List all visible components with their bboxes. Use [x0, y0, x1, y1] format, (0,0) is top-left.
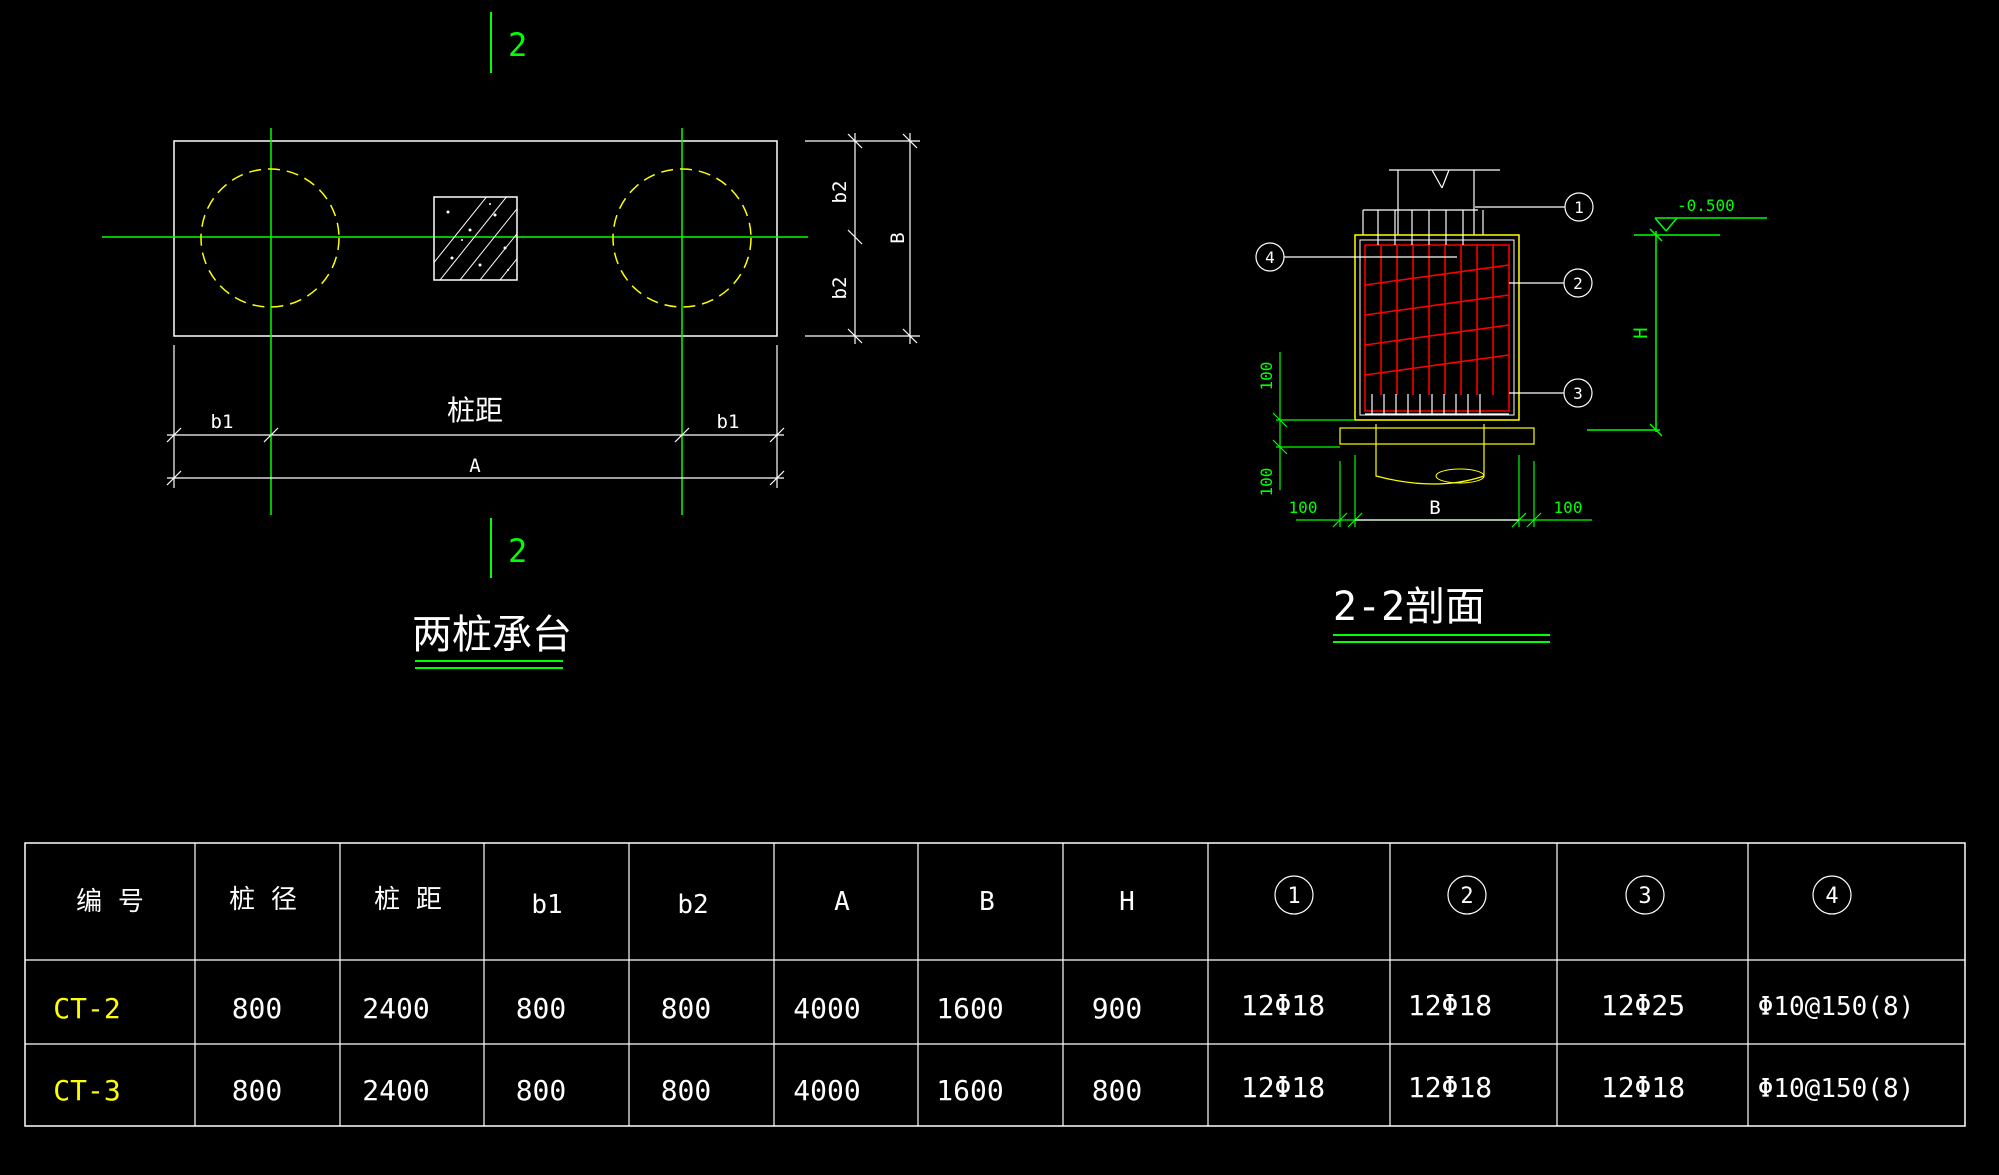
section-callout-lines: [1255, 192, 1594, 408]
section-top-bars: [1377, 210, 1464, 245]
elevation-marker: [1587, 217, 1767, 437]
cell-H: 800: [1092, 1074, 1143, 1107]
header-A: A: [834, 887, 850, 917]
dim-A: A: [469, 455, 481, 477]
header-callout-circles: [1274, 875, 1852, 915]
section-view: 1 2 3 4 -0.500 H 100 100: [1255, 169, 1767, 643]
section-dim-B: B: [1429, 497, 1440, 519]
section-title: 2-2剖面: [1333, 584, 1485, 630]
section-bottom-bars: [1365, 394, 1509, 415]
section-callout-2: 2: [1573, 274, 1583, 293]
plan-view: 2 2: [102, 12, 920, 669]
dim-b2-bottom: b2: [829, 277, 851, 300]
section-callout-4: 4: [1265, 248, 1275, 267]
section-pile-break: [1435, 468, 1485, 484]
header-H: H: [1119, 887, 1135, 917]
cell-code: CT-2: [53, 992, 120, 1025]
pile-cap-outline: [173, 140, 778, 337]
section-dim-100-right: 100: [1554, 498, 1583, 517]
cell-rebar-2: 12Φ18: [1408, 1071, 1492, 1104]
pile-right: [612, 168, 752, 308]
section-rebar: [1364, 244, 1510, 412]
plan-right-dims: [805, 133, 920, 344]
table-border: [24, 842, 1966, 1127]
table-row: CT-2 800 2400 800 800 4000 1600 900 12Φ1…: [53, 989, 1914, 1025]
pile-left: [200, 168, 340, 308]
section-bedding: [1339, 427, 1535, 445]
cell-rebar-3: 12Φ18: [1601, 1071, 1685, 1104]
section-dim-H: H: [1630, 327, 1652, 338]
dim-B: B: [887, 232, 909, 243]
section-bottom-dims: [1296, 455, 1592, 528]
section-callout-3: 3: [1573, 384, 1583, 403]
cell-b1: 800: [516, 992, 567, 1025]
header-b2: b2: [677, 890, 708, 920]
elevation-value: -0.500: [1677, 196, 1735, 215]
cell-pile-spacing: 2400: [362, 992, 429, 1025]
header-b1: b1: [531, 890, 562, 920]
section-dim-100-upper: 100: [1257, 362, 1276, 391]
cell-A: 4000: [793, 992, 860, 1025]
cell-b2: 800: [661, 992, 712, 1025]
cell-B: 1600: [936, 992, 1003, 1025]
cell-H: 900: [1092, 992, 1143, 1025]
cell-pile-diameter: 800: [232, 1074, 283, 1107]
section-column: [1362, 169, 1500, 235]
cell-rebar-4: Φ10@150(8): [1758, 1074, 1915, 1104]
section-callout-1: 1: [1574, 198, 1584, 217]
cell-B: 1600: [936, 1074, 1003, 1107]
section-pile: [1375, 424, 1485, 485]
dim-b2-top: b2: [829, 181, 851, 204]
cell-rebar-1: 12Φ18: [1241, 989, 1325, 1022]
plan-bottom-dims: [166, 345, 785, 488]
header-rebar-3: 3: [1638, 884, 1651, 909]
dim-b1-left: b1: [211, 411, 234, 433]
header-B: B: [979, 887, 995, 917]
cell-rebar-3: 12Φ25: [1601, 989, 1685, 1022]
section-cap-inner: [1359, 239, 1515, 416]
cell-A: 4000: [793, 1074, 860, 1107]
header-pile-spacing: 桩 距: [374, 885, 442, 915]
table-row: CT-3 800 2400 800 800 4000 1600 800 12Φ1…: [53, 1071, 1914, 1107]
dim-pile-spacing: 桩距: [447, 394, 503, 427]
section-cap-outline: [1354, 234, 1520, 421]
dim-b1-right: b1: [717, 411, 740, 433]
table-grid: [25, 843, 1965, 1126]
section-dim-100-lower: 100: [1257, 468, 1276, 497]
cell-code: CT-3: [53, 1074, 120, 1107]
cell-rebar-4: Φ10@150(8): [1758, 992, 1915, 1022]
section-mark-bottom: 2: [508, 532, 527, 570]
column-section: [433, 196, 518, 281]
cell-b1: 800: [516, 1074, 567, 1107]
header-pile-diameter: 桩 径: [229, 885, 297, 915]
header-rebar-4: 4: [1825, 884, 1838, 909]
section-left-dims: [1272, 352, 1355, 490]
plan-title: 两桩承台: [412, 612, 572, 658]
section-dim-100-left: 100: [1289, 498, 1318, 517]
header-rebar-1: 1: [1287, 884, 1300, 909]
header-code: 编 号: [76, 887, 144, 917]
pile-cap-schedule-table: 编 号 桩 径 桩 距 b1 b2 A B H 1 2 3 4 CT-2 800…: [24, 842, 1966, 1127]
section-mark-top: 2: [508, 26, 527, 64]
cell-rebar-2: 12Φ18: [1408, 989, 1492, 1022]
cell-pile-diameter: 800: [232, 992, 283, 1025]
header-rebar-2: 2: [1460, 884, 1473, 909]
cell-b2: 800: [661, 1074, 712, 1107]
cell-pile-spacing: 2400: [362, 1074, 429, 1107]
cell-rebar-1: 12Φ18: [1241, 1071, 1325, 1104]
